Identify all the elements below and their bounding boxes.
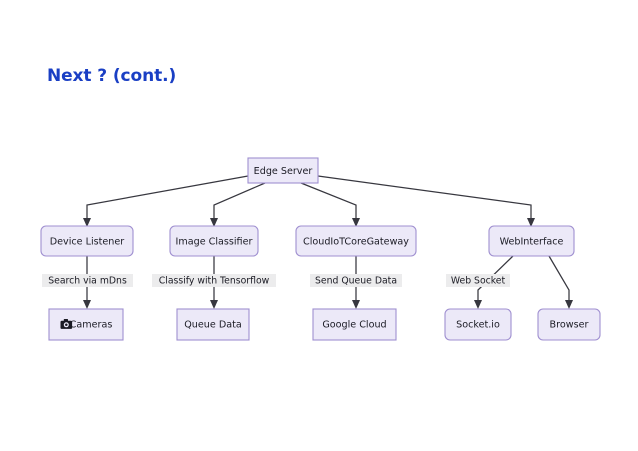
edge-label-bg	[152, 274, 276, 287]
node-label: Cameras	[70, 320, 113, 331]
edge-label-classify-with-tensorflow: Classify with Tensorflow	[152, 274, 276, 287]
edge-label-layer: Search via mDns Classify with Tensorflow…	[42, 274, 510, 287]
node-label: Socket.io	[456, 320, 500, 331]
edge-label-bg	[42, 274, 133, 287]
node-shape[interactable]	[40, 225, 134, 257]
arrowhead-icon	[210, 300, 218, 309]
arrowhead-icon	[210, 218, 218, 227]
arrowhead-icon	[83, 300, 91, 309]
arrowhead-icon	[83, 218, 91, 227]
page-title: Next ? (cont.)	[47, 66, 177, 86]
node-label: Browser	[550, 320, 589, 331]
edge-path	[548, 255, 570, 302]
node-image-classifier[interactable]: Image Classifier	[169, 225, 259, 257]
edge-webinterface-socket-io	[474, 255, 514, 309]
edge-edge-server-image-classifier	[210, 182, 266, 227]
node-label: Google Cloud	[322, 320, 386, 331]
node-cameras[interactable]: Cameras	[48, 308, 124, 341]
node-cloudiotcoregateway[interactable]: CloudIoTCoreGateway	[295, 225, 417, 257]
edge-label-text: Classify with Tensorflow	[159, 276, 270, 287]
node-label: CloudIoTCoreGateway	[303, 237, 409, 248]
edge-label-bg	[446, 274, 510, 287]
node-edge-server[interactable]: Edge Server	[247, 157, 319, 184]
edge-edge-server-webinterface	[317, 175, 535, 227]
edge-path	[300, 182, 357, 219]
edge-label-bg	[310, 274, 402, 287]
node-shape[interactable]	[247, 157, 319, 184]
edge-path	[86, 175, 249, 219]
arrowhead-icon	[474, 300, 482, 309]
edge-label-text: Send Queue Data	[315, 276, 397, 287]
edge-label-text: Web Socket	[451, 276, 506, 287]
node-shape[interactable]	[444, 308, 512, 341]
node-shape[interactable]	[312, 308, 397, 341]
camera-icon	[60, 319, 73, 329]
node-label: Queue Data	[184, 320, 241, 331]
node-shape[interactable]	[169, 225, 259, 257]
node-device-listener[interactable]: Device Listener	[40, 225, 134, 257]
edge-label-text: Search via mDns	[48, 276, 127, 287]
node-layer: Edge Server Device Listener Image Classi…	[40, 157, 601, 341]
node-label: Edge Server	[254, 166, 313, 177]
node-shape[interactable]	[176, 308, 250, 341]
arrowhead-icon	[565, 300, 573, 309]
node-google-cloud[interactable]: Google Cloud	[312, 308, 397, 341]
node-shape[interactable]	[488, 225, 575, 257]
edge-path	[477, 255, 514, 302]
edge-label-search-via-mdns: Search via mDns	[42, 274, 133, 287]
arrowhead-icon	[527, 218, 535, 227]
node-shape[interactable]	[537, 308, 601, 341]
node-browser[interactable]: Browser	[537, 308, 601, 341]
node-socket-io[interactable]: Socket.io	[444, 308, 512, 341]
node-label: WebInterface	[500, 237, 564, 248]
arrowhead-icon	[352, 300, 360, 309]
edge-label-web-socket: Web Socket	[446, 274, 510, 287]
edge-label-send-queue-data: Send Queue Data	[310, 274, 402, 287]
node-label: Device Listener	[50, 237, 125, 248]
edge-webinterface-browser	[548, 255, 573, 309]
node-shape[interactable]	[295, 225, 417, 257]
edge-edge-server-device-listener	[83, 175, 249, 227]
node-webinterface[interactable]: WebInterface	[488, 225, 575, 257]
node-queue-data[interactable]: Queue Data	[176, 308, 250, 341]
edge-edge-server-cloudiotcoregateway	[300, 182, 360, 227]
arrowhead-icon	[352, 218, 360, 227]
edge-path	[317, 175, 532, 219]
edge-path	[213, 182, 266, 219]
node-label: Image Classifier	[176, 237, 253, 248]
